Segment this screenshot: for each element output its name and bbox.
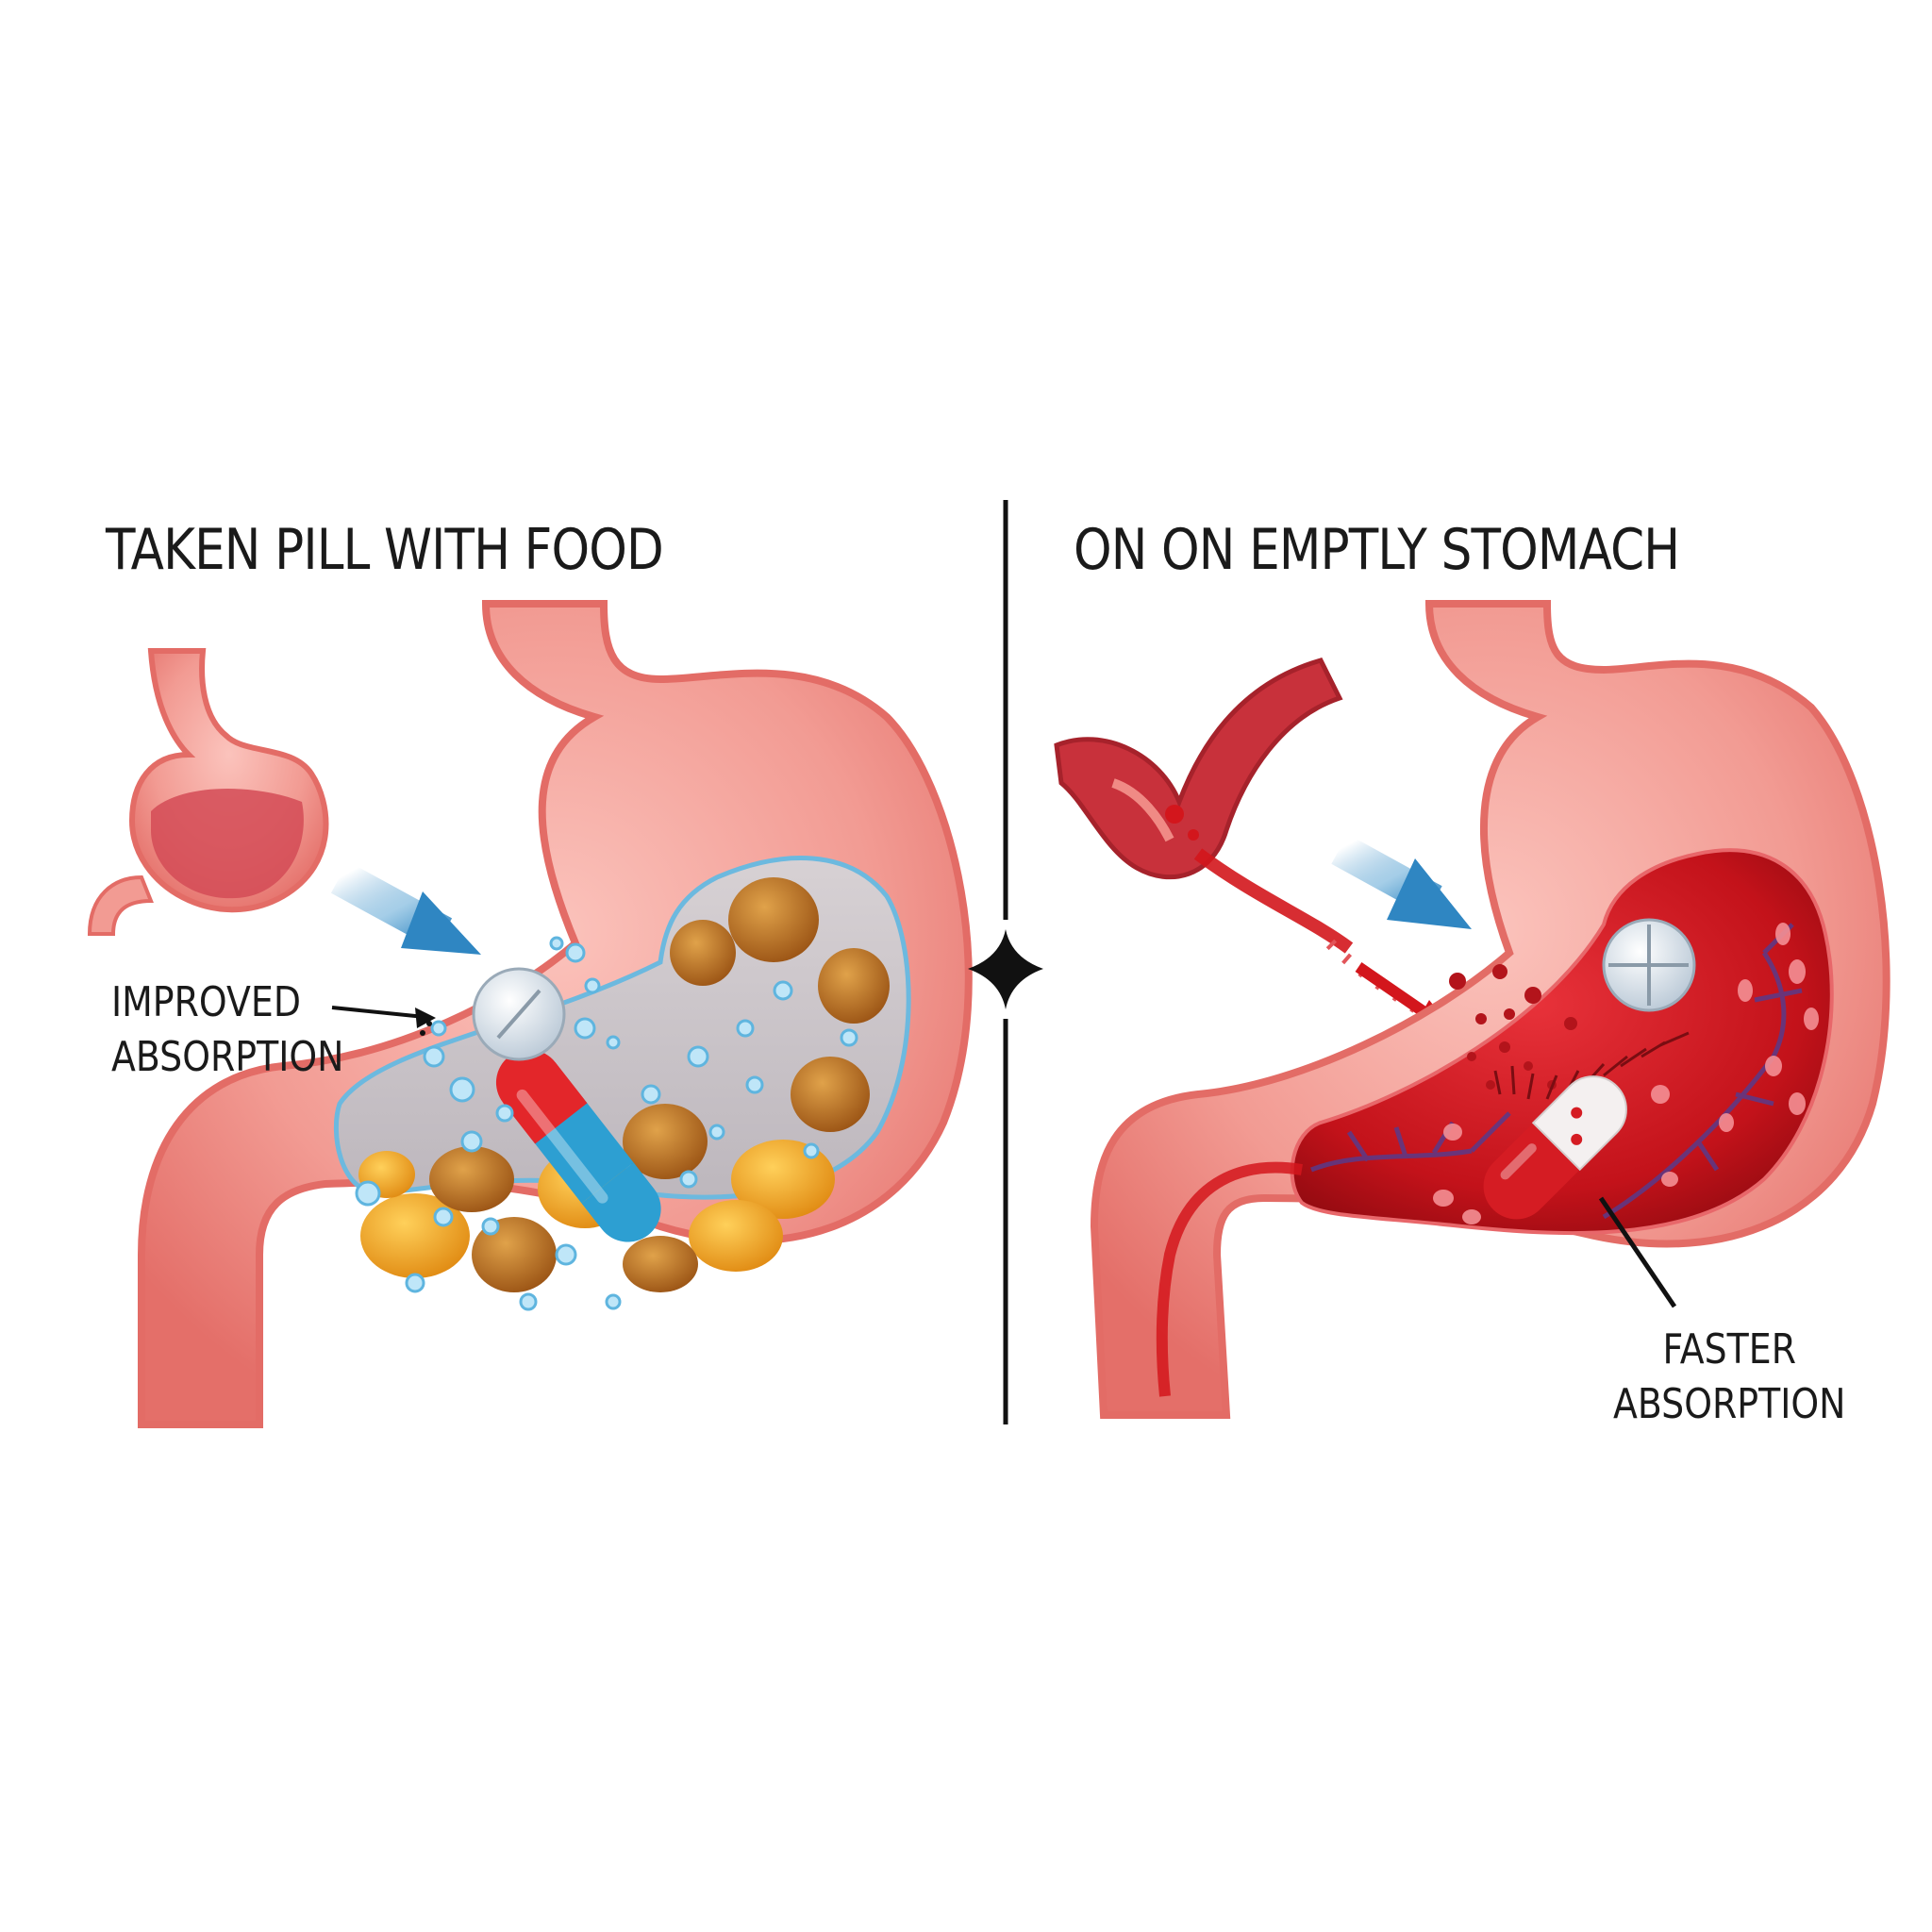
center-divider: [968, 500, 1043, 1424]
esophagus-fold-icon: [1054, 658, 1343, 880]
dissolve-burst-icon: [1493, 1031, 1690, 1100]
callout-line-2: ABSORPTION: [111, 1033, 344, 1081]
left-panel: [87, 600, 973, 1428]
right-panel: [1054, 600, 1890, 1419]
panel-title-empty-stomach: ON ON EMPTLY STOMACH: [1074, 517, 1680, 583]
white-tablet-icon: [1602, 918, 1696, 1012]
four-point-star-icon: [968, 929, 1043, 1009]
callout-line-icon: [1598, 1196, 1677, 1308]
callout-line-1: FASTER: [1662, 1325, 1796, 1374]
red-blue-capsule-icon: [495, 1049, 661, 1242]
large-stomach-with-food: [138, 600, 973, 1428]
bubble-cluster-icon: [355, 936, 858, 1311]
callout-line-1: IMPROVED: [111, 978, 301, 1026]
blue-arrow-icon: [1331, 834, 1472, 929]
callout-line-2: ABSORPTION: [1613, 1380, 1846, 1428]
blue-arrow-icon: [330, 861, 481, 955]
callout-arrow-icon: [331, 1006, 436, 1036]
callout-faster-absorption: FASTER ABSORPTION: [1613, 1323, 1845, 1432]
small-stomach-icon: [87, 648, 329, 936]
callout-improved-absorption: IMPROVED ABSORPTION: [111, 975, 343, 1085]
droplet-cluster-icon: [1449, 964, 1577, 1090]
red-white-capsule-icon: [1483, 1075, 1627, 1220]
white-tablet-icon: [472, 967, 566, 1061]
panel-title-with-food: TAKEN PILL WITH FOOD: [106, 517, 664, 583]
large-stomach-empty: [1090, 600, 1890, 1419]
